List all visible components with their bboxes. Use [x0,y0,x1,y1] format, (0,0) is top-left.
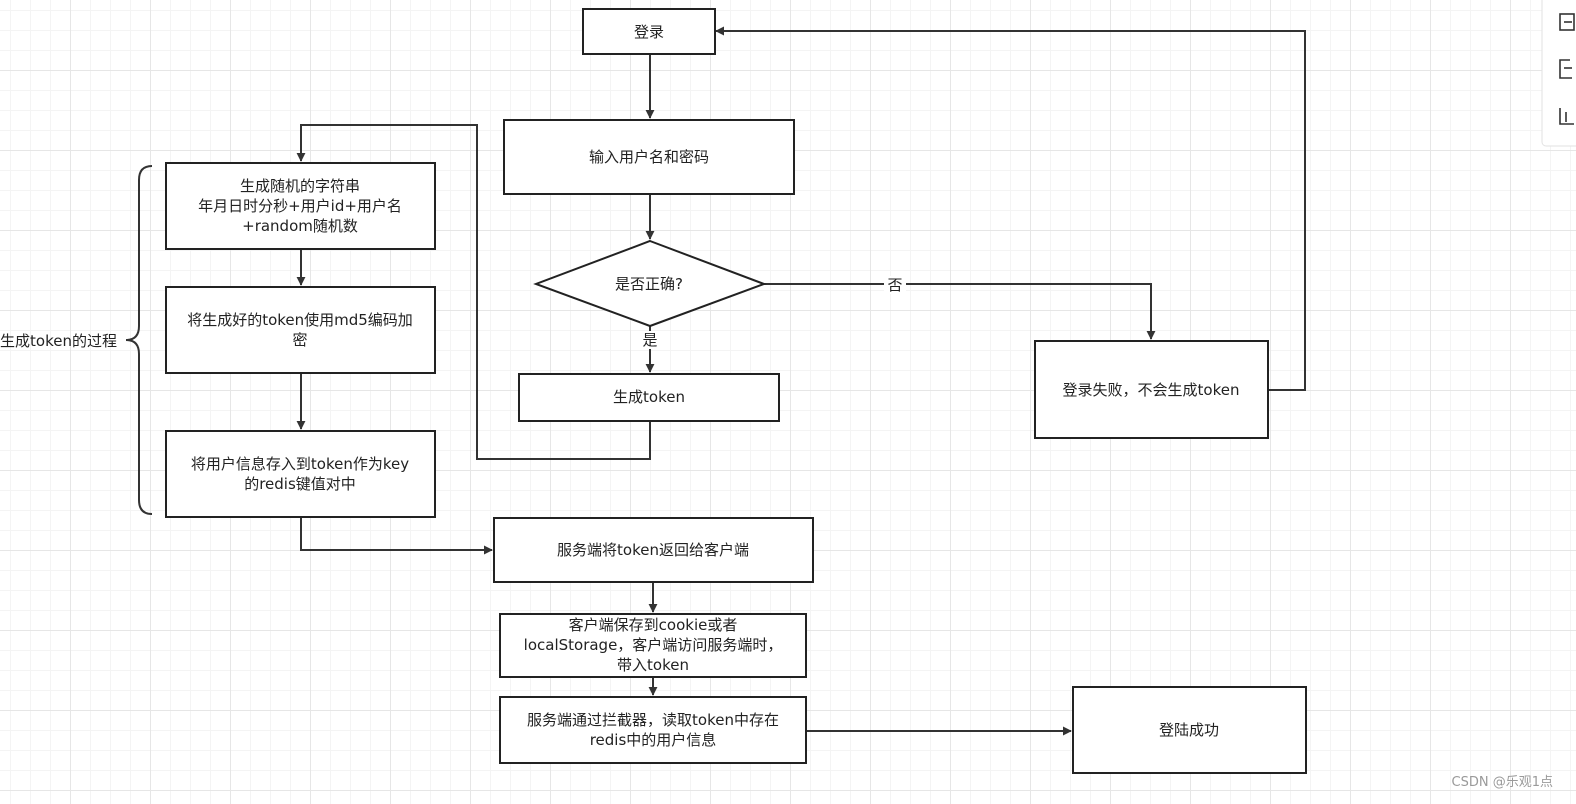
node-label-line: 服务端将token返回给客户端 [557,541,749,559]
node-label-line: +random随机数 [242,217,358,235]
node-input-credentials[interactable]: 输入用户名和密码 [503,119,795,195]
watermark: CSDN @乐观1点 [1452,775,1553,790]
node-store-redis[interactable]: 将用户信息存入到token作为key 的redis键值对中 [165,430,436,518]
node-label-line: 带入token [617,656,689,674]
edge-label-no: 否 [884,276,906,294]
edge-label-no-text: 否 [887,276,902,294]
brace-label: 生成token的过程 [0,332,117,350]
node-decision-is-correct[interactable]: 是否正确? [533,239,767,328]
process-brace [125,165,153,515]
node-label-line: 生成随机的字符串 [240,177,360,195]
node-label-line: 将用户信息存入到token作为key [191,455,409,473]
node-login-success[interactable]: 登陆成功 [1072,686,1307,774]
edge-label-yes: 是 [639,331,661,349]
edge-decision-no [764,283,1156,340]
edge-store-to-return [300,517,493,555]
node-return-token[interactable]: 服务端将token返回给客户端 [493,517,814,583]
node-label-line: 登录失败，不会生成token [1063,381,1240,399]
side-toolbar [1541,0,1576,147]
node-generate-token[interactable]: 生成token [518,373,780,422]
node-label: 生成token [613,388,685,406]
node-label-line: 服务端通过拦截器，读取token中存在 [527,711,779,729]
node-login[interactable]: 登录 [582,8,716,55]
node-label-line: redis中的用户信息 [590,731,717,749]
node-label: 登录 [634,23,664,41]
node-label: 输入用户名和密码 [589,148,709,166]
node-label-line: 登陆成功 [1159,721,1219,739]
edge-failed-to-login [715,26,1306,391]
node-label-line: 年月日时分秒+用户id+用户名 [198,197,402,215]
outline-icon[interactable] [1559,59,1572,79]
format-icon[interactable] [1559,13,1575,31]
node-label-line: 输入用户名和密码 [589,148,709,166]
node-label-line: 生成token [613,388,685,406]
node-label-line: 是否正确? [615,275,683,293]
node-md5-encode[interactable]: 将生成好的token使用md5编码加密 [165,286,436,374]
node-label: 将用户信息存入到token作为key 的redis键值对中 [191,455,409,493]
node-random-string[interactable]: 生成随机的字符串年月日时分秒+用户id+用户名 +random随机数 [165,162,436,250]
node-label-line: 将生成好的token使用md5编码加 [187,311,413,329]
node-label-line: 客户端保存到cookie或者 [569,616,738,634]
node-client-save[interactable]: 客户端保存到cookie或者 localStorage，客户端访问服务端时， 带入t… [499,613,807,678]
node-label-line: 密 [292,331,307,349]
node-label: 登录失败，不会生成token [1063,381,1240,399]
chart-icon[interactable] [1559,108,1574,125]
edge-label-yes-text: 是 [642,331,657,349]
node-label: 生成随机的字符串年月日时分秒+用户id+用户名 +random随机数 [198,177,402,235]
node-interceptor[interactable]: 服务端通过拦截器，读取token中存在 redis中的用户信息 [499,696,807,764]
node-login-failed[interactable]: 登录失败，不会生成token [1034,340,1269,439]
node-label: 服务端将token返回给客户端 [557,541,749,559]
node-label: 将生成好的token使用md5编码加密 [187,311,413,349]
edge-token-to-random [296,124,651,460]
node-label: 是否正确? [615,275,683,293]
node-label: 登陆成功 [1159,721,1219,739]
node-label-line: 登录 [634,23,664,41]
node-label: 服务端通过拦截器，读取token中存在 redis中的用户信息 [527,711,779,749]
node-label: 客户端保存到cookie或者 localStorage，客户端访问服务端时， 带入t… [524,616,783,674]
node-label-line: localStorage，客户端访问服务端时， [524,636,783,654]
node-label-line: 的redis键值对中 [244,475,356,493]
